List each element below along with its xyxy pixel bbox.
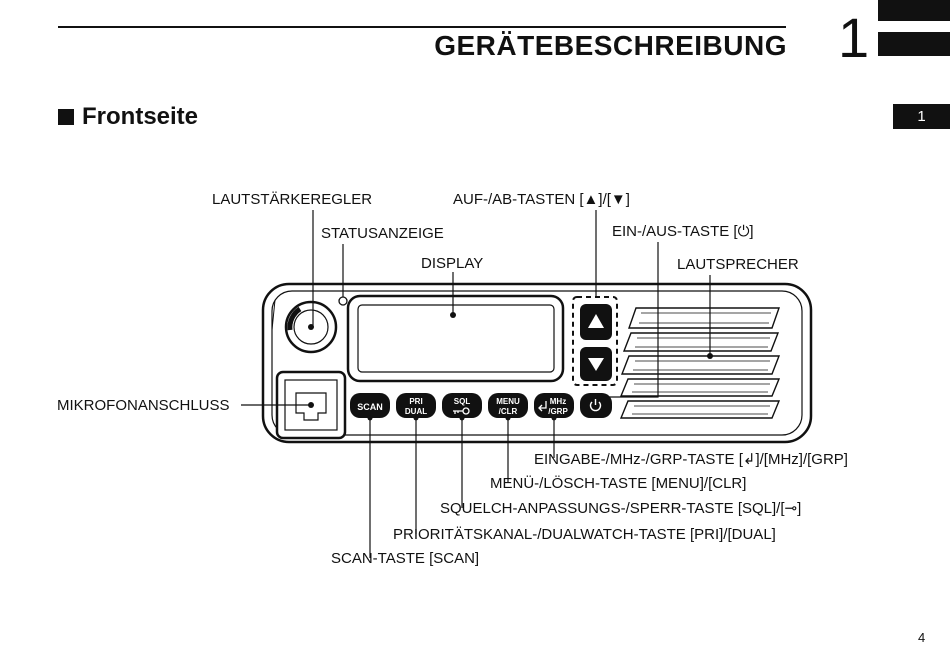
chapter-number: 1 bbox=[838, 6, 870, 69]
up-arrow-icon bbox=[588, 314, 604, 328]
chapter-title: GERÄTEBESCHREIBUNG bbox=[434, 30, 787, 61]
label-lautstaerkeregler: LAUTSTÄRKEREGLER bbox=[212, 191, 373, 208]
section-heading: Frontseite bbox=[58, 103, 198, 131]
section-title: Frontseite bbox=[82, 103, 199, 130]
down-arrow-icon bbox=[588, 358, 604, 371]
label-scan-taste: SCAN-TASTE [SCAN] bbox=[331, 550, 480, 567]
label-ein-aus-taste: EIN-/AUS-TASTE [⏻] bbox=[612, 223, 754, 240]
menu-clr-button: MENU /CLR bbox=[488, 393, 528, 418]
power-button bbox=[580, 393, 612, 418]
label-mikrofonanschluss: MIKROFONANSCHLUSS bbox=[57, 397, 230, 414]
header-rule bbox=[58, 26, 786, 28]
status-led-icon bbox=[338, 296, 348, 306]
power-icon bbox=[589, 401, 602, 412]
label-lautsprecher: LAUTSPRECHER bbox=[677, 256, 799, 273]
scan-button-label: SCAN bbox=[357, 402, 383, 412]
svg-text:/GRP: /GRP bbox=[548, 407, 568, 416]
label-menue-taste: MENÜ-/LÖSCH-TASTE [MENU]/[CLR] bbox=[490, 475, 747, 492]
svg-text:MENU: MENU bbox=[496, 397, 520, 406]
side-tab: 1 bbox=[893, 104, 950, 129]
svg-text:PRI: PRI bbox=[409, 397, 422, 406]
square-bullet-icon bbox=[58, 109, 74, 125]
svg-text:/CLR: /CLR bbox=[499, 407, 518, 416]
svg-text:DUAL: DUAL bbox=[405, 407, 427, 416]
sql-lock-button: SQL bbox=[442, 393, 482, 418]
enter-mhz-grp-button: MHz /GRP bbox=[534, 393, 574, 418]
page-number: 4 bbox=[918, 630, 926, 645]
updown-group-outline bbox=[572, 296, 618, 386]
chapter-tab-bar-top bbox=[878, 0, 950, 21]
speaker-grille bbox=[619, 307, 781, 419]
key-lock-icon bbox=[453, 407, 470, 415]
scan-button: SCAN bbox=[350, 393, 390, 418]
leader-lines bbox=[241, 210, 711, 558]
svg-text:SQL: SQL bbox=[454, 397, 471, 406]
label-eingabe-taste: EINGABE-/MHz-/GRP-TASTE [↲]/[MHz]/[GRP] bbox=[534, 451, 848, 468]
label-statusanzeige: STATUSANZEIGE bbox=[321, 225, 444, 242]
label-display: DISPLAY bbox=[421, 255, 484, 272]
label-prioritaet-taste: PRIORITÄTSKANAL-/DUALWATCH-TASTE [PRI]/[… bbox=[393, 526, 776, 543]
label-auf-ab-tasten: AUF-/AB-TASTEN [▲]/[▼] bbox=[453, 191, 630, 208]
label-squelch-taste: SQUELCH-ANPASSUNGS-/SPERR-TASTE [SQL]/[⊸… bbox=[440, 500, 802, 517]
enter-icon bbox=[538, 401, 547, 412]
svg-text:MHz: MHz bbox=[550, 397, 566, 406]
pri-dual-button: PRI DUAL bbox=[396, 393, 436, 418]
display-screen bbox=[357, 304, 555, 373]
chapter-tab-bar-bottom bbox=[878, 32, 950, 56]
